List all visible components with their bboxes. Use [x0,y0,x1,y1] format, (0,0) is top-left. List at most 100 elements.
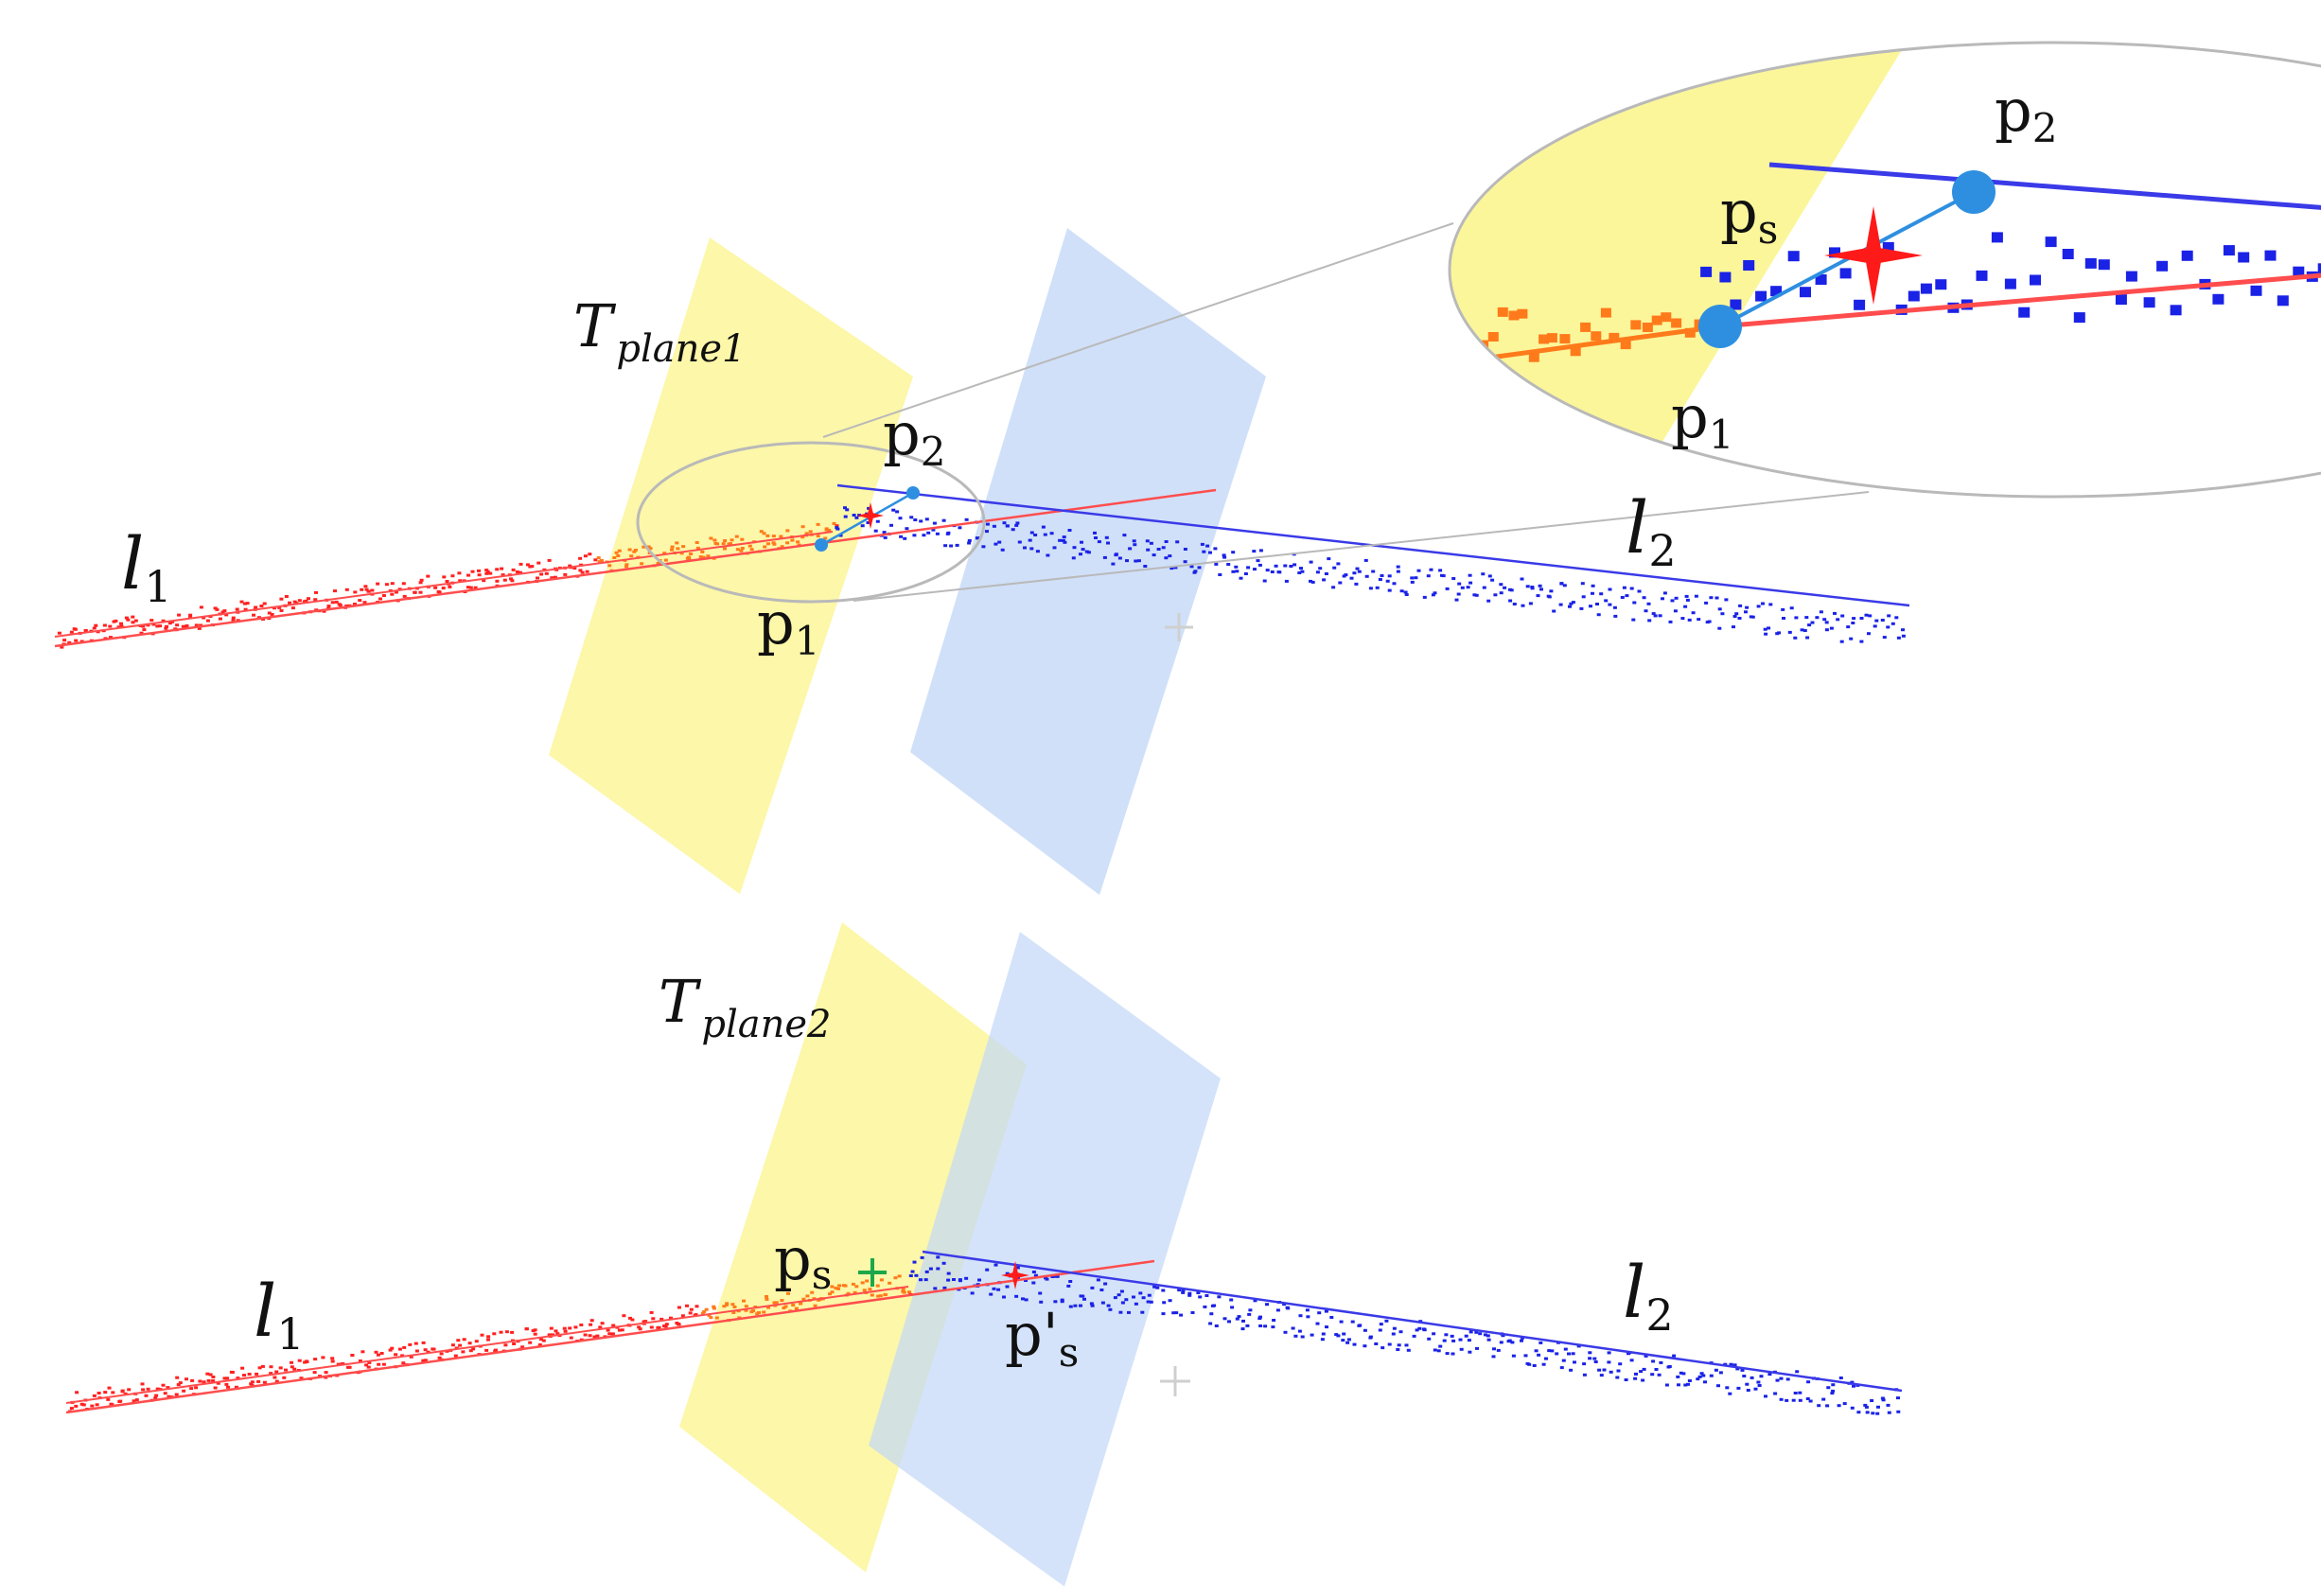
scatter-point [197,626,202,630]
scatter-point [563,572,568,576]
scatter-point [2098,259,2110,271]
scatter-point [1128,547,1133,551]
scatter-point [1646,602,1651,605]
scatter-point [288,601,291,605]
scatter-point [304,599,308,603]
scatter-point [1038,1291,1043,1295]
scatter-point [834,1287,838,1290]
top-p2-marker [906,486,920,500]
scatter-point [178,1381,183,1385]
scatter-point [629,554,634,558]
scatter-point [1015,521,1020,525]
scatter-point [468,586,473,589]
scatter-point [1029,547,1034,551]
scatter-point [813,1304,818,1307]
scatter-point [1593,1360,1598,1363]
scatter-point [1368,1336,1373,1340]
scatter-point [1136,559,1141,563]
scatter-point [1852,1384,1855,1388]
scatter-point [1214,562,1219,566]
scatter-point [596,556,601,560]
scatter-point [1320,1338,1325,1342]
scatter-point [1208,551,1212,554]
scatter-point [528,565,533,569]
scatter-point [759,530,764,534]
scatter-point [1804,616,1809,620]
scatter-point [622,1314,626,1318]
scatter-point [1100,1301,1105,1305]
scatter-point [1120,1301,1125,1305]
scatter-point [1429,568,1433,571]
scatter-point [1067,529,1072,532]
scatter-point [1265,569,1270,572]
scatter-point [376,1353,380,1357]
scatter-point [1781,607,1785,611]
scatter-point [1441,574,1446,578]
zoom-outline [1448,41,2321,499]
scatter-point [1258,1315,1262,1319]
plane1-yellow [549,237,913,894]
scatter-point [519,562,523,566]
scatter-point [1659,1360,1663,1364]
scatter-point [744,1308,748,1312]
scatter-point [1325,1325,1328,1329]
scatter-point [1053,1300,1058,1304]
scatter-point [1718,1371,1723,1375]
scatter-point [511,568,516,571]
scatter-point [1293,1334,1298,1338]
scatter-point [1699,1372,1704,1376]
scatter-point [194,1386,199,1390]
scatter-point [1732,625,1735,629]
scatter-point [131,615,135,619]
scatter-point [347,1365,352,1369]
scatter-point [194,623,199,627]
scatter-point [1676,1375,1680,1378]
scatter-point [1169,567,1174,570]
scatter-point [1802,629,1807,632]
scatter-point [458,1343,463,1347]
scatter-point [202,616,206,620]
scatter-point [1830,1392,1835,1395]
scatter-point [1297,1329,1302,1333]
scatter-point [533,1332,537,1336]
scatter-point [782,1307,786,1309]
scatter-point [1227,1320,1231,1324]
scatter-point [1081,1294,1085,1298]
scatter-point [1050,1275,1055,1278]
scatter-point [1024,1279,1028,1282]
scatter-point [1162,1301,1167,1305]
scatter-point [698,555,703,558]
scatter-point [538,1338,543,1342]
scatter-point [1189,565,1194,569]
top-line2-points [835,506,1906,643]
scatter-point [1742,1375,1747,1377]
scatter-point [765,1295,768,1298]
scatter-point [536,561,541,565]
scatter-point [324,1371,328,1375]
scatter-point [1696,1377,1700,1381]
scatter-point [740,547,745,550]
scatter-point [1612,605,1617,609]
scatter-point [1740,1368,1745,1372]
scatter-point [2030,274,2041,286]
top-label-plane-sub: plane1 [616,327,746,371]
scatter-point [1168,554,1172,558]
scatter-point [1697,1375,1702,1378]
scatter-point [1235,1317,1240,1321]
scatter-point [1147,1293,1152,1297]
scatter-point [1327,557,1331,561]
scatter-point [1310,580,1315,584]
scatter-point [1629,587,1634,590]
scatter-point [1800,287,1811,298]
scatter-point [106,1397,111,1401]
scatter-point [1061,538,1065,542]
scatter-point [1744,610,1748,614]
scatter-point [1591,331,1602,342]
scatter-point [1871,1412,1875,1415]
scatter-point [1322,578,1327,582]
scatter-point [1571,1352,1575,1356]
scatter-point [1805,636,1810,640]
scatter-point [1378,578,1382,581]
scatter-point [439,1352,444,1356]
scatter-point [1283,1330,1288,1334]
